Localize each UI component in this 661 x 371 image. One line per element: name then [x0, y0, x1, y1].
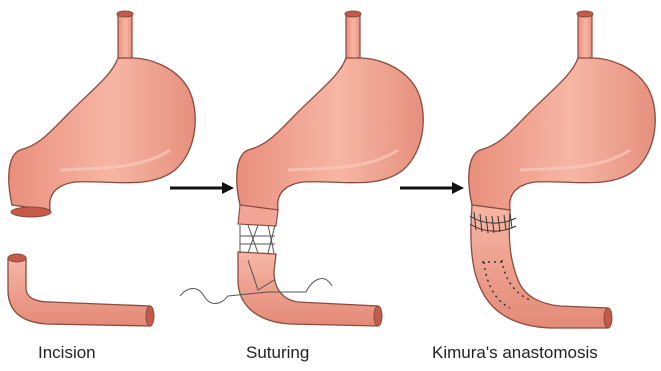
- panel-suturing: [180, 11, 423, 326]
- stomach: [469, 11, 656, 210]
- caption-suturing: Suturing: [246, 343, 309, 363]
- panel-incision: [8, 11, 195, 326]
- arrow-2: [400, 182, 464, 194]
- stomach-proximal: [237, 11, 424, 210]
- caption-incision: Incision: [38, 343, 96, 363]
- distal-duodenum-opening: [8, 254, 26, 262]
- arrow-1: [170, 182, 234, 194]
- distal-duodenum: [8, 258, 150, 326]
- stomach-proximal: [9, 11, 196, 210]
- caption-kimura-anastomosis: Kimura's anastomosis: [432, 343, 598, 363]
- panel-kimura-anastomosis: [469, 11, 656, 328]
- duodenal-stump-opening: [11, 207, 51, 217]
